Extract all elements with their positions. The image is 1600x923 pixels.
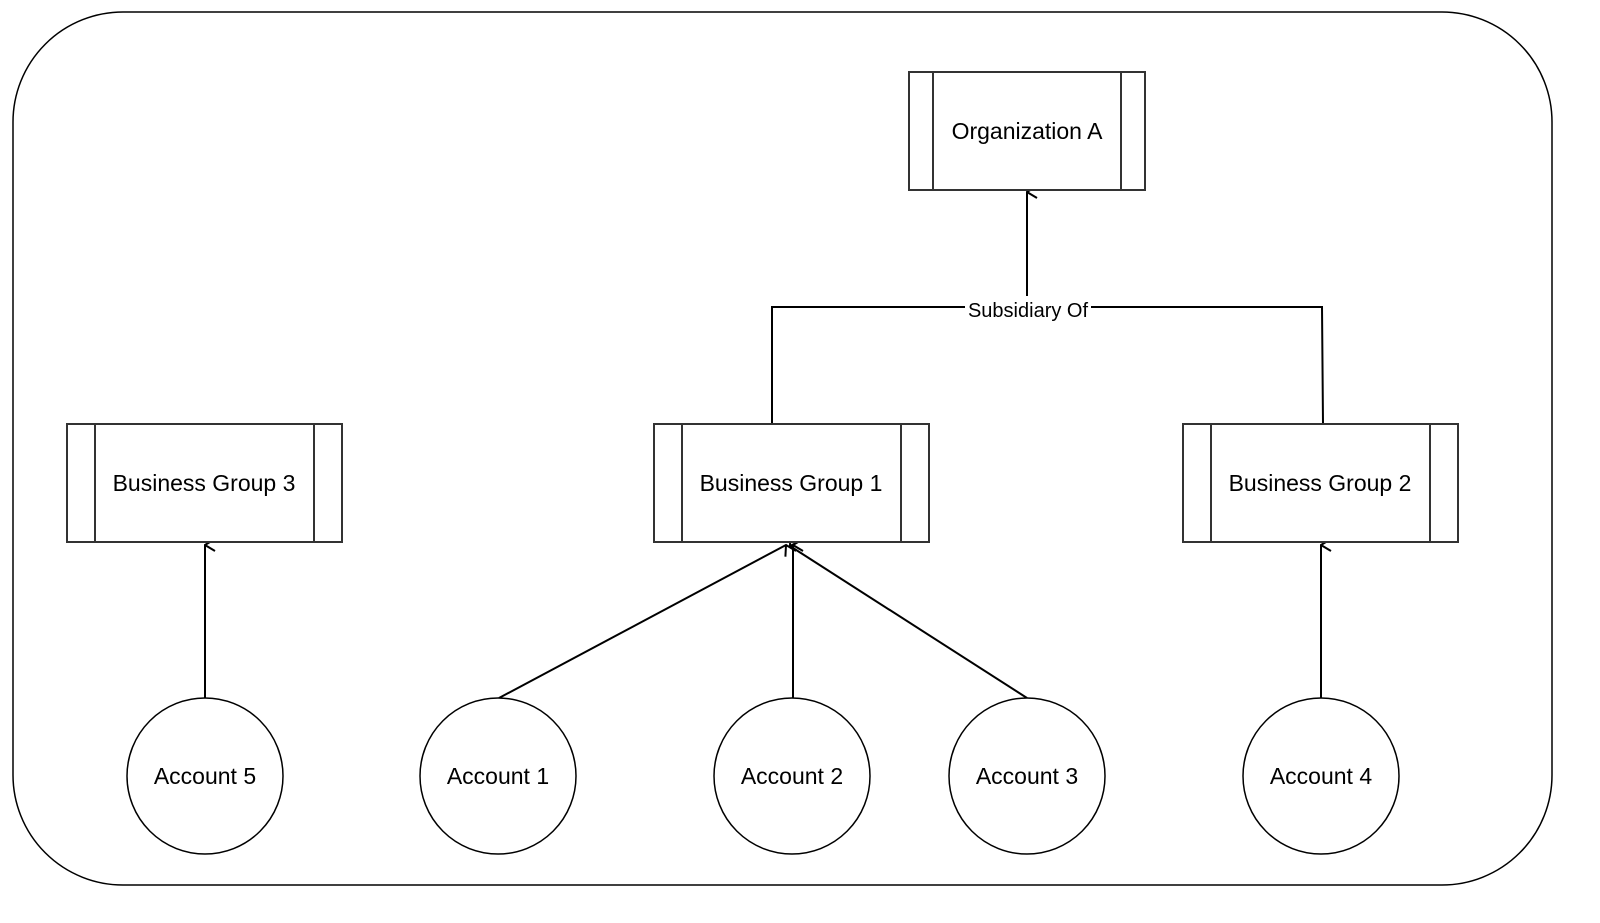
node-business-group-2[interactable]: Business Group 2 (1182, 423, 1459, 543)
node-label: Account 3 (976, 763, 1078, 789)
node-label: Business Group 1 (700, 470, 883, 496)
node-business-group-1[interactable]: Business Group 1 (653, 423, 930, 543)
node-label: Account 2 (741, 763, 843, 789)
node-account-2[interactable]: Account 2 (713, 697, 871, 855)
node-account-3[interactable]: Account 3 (948, 697, 1106, 855)
node-account-4[interactable]: Account 4 (1242, 697, 1400, 855)
edge-account1-to-bg1 (498, 545, 786, 699)
node-account-5[interactable]: Account 5 (126, 697, 284, 855)
node-label: Business Group 2 (1229, 470, 1412, 496)
node-business-group-3[interactable]: Business Group 3 (66, 423, 343, 543)
node-label: Account 4 (1270, 763, 1372, 789)
edge-label-subsidiary-of: Subsidiary Of (965, 296, 1091, 322)
edge-account3-to-bg1 (790, 546, 1028, 699)
node-account-1[interactable]: Account 1 (419, 697, 577, 855)
edge-bg2-to-org (1027, 306, 1324, 425)
node-organization-a[interactable]: Organization A (908, 71, 1146, 191)
node-label: Account 1 (447, 763, 549, 789)
node-label: Organization A (952, 118, 1104, 144)
node-label: Account 5 (154, 763, 256, 789)
edge-bg1-to-org (771, 306, 1027, 424)
edge-label-text: Subsidiary Of (968, 300, 1088, 322)
node-label: Business Group 3 (113, 470, 296, 496)
